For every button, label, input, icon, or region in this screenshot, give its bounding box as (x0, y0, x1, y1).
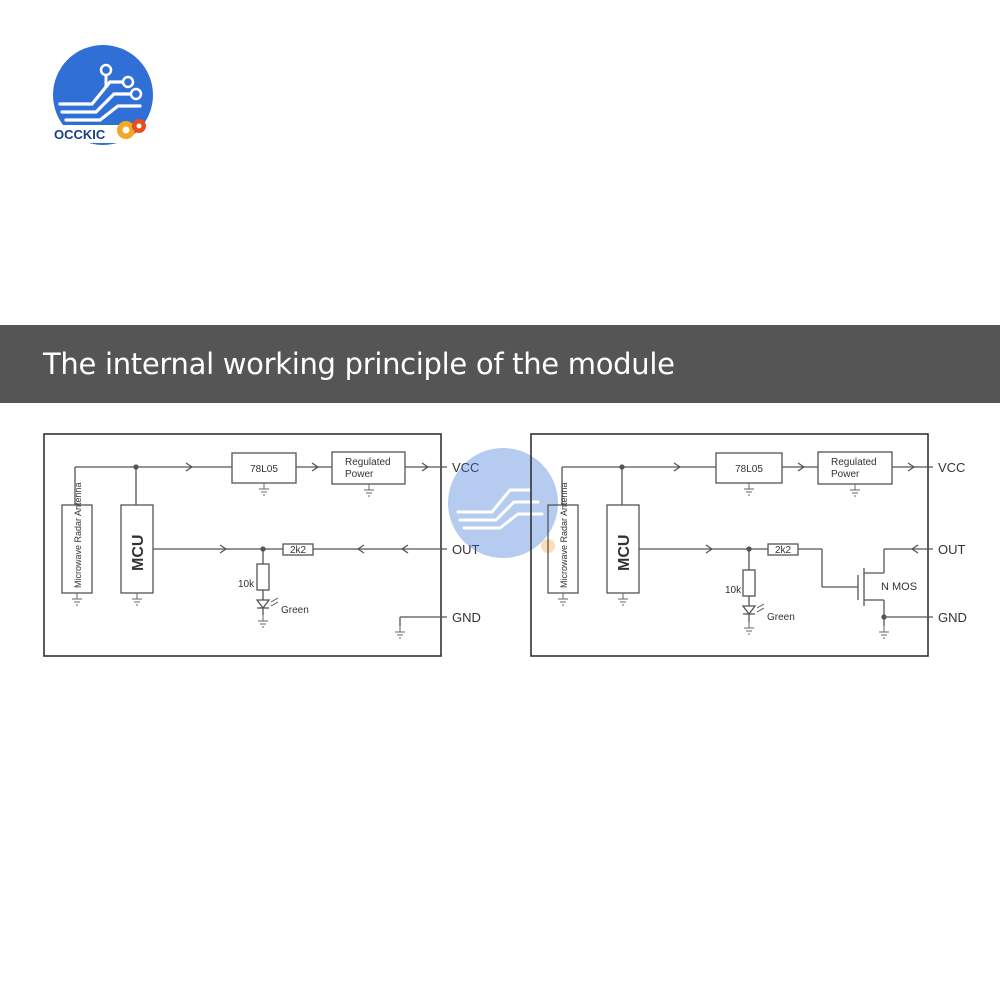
left-resistor-10k (256, 563, 270, 591)
left-antenna-label: Microwave Radar Antenna (73, 482, 83, 588)
left-led (255, 599, 271, 610)
right-pin-vcc: VCC (938, 460, 965, 475)
right-led (741, 605, 757, 616)
right-regulated-label-2: Power (831, 469, 860, 480)
right-frame (530, 433, 929, 657)
left-led-label: Green (281, 605, 309, 616)
right-mcu-label: MCU (616, 535, 633, 571)
right-pin-gnd: GND (938, 610, 967, 625)
right-nmos (857, 549, 885, 626)
right-circuit (530, 433, 933, 657)
left-regulator-label: 78L05 (250, 464, 278, 475)
left-pin-out: OUT (452, 542, 480, 557)
title-banner: The internal working principle of the mo… (0, 325, 1000, 403)
left-pin-vcc: VCC (452, 460, 479, 475)
left-resistor-2k2 (282, 543, 314, 556)
left-pin-gnd: GND (452, 610, 481, 625)
right-resistor-10k-label: 10k (725, 585, 742, 596)
occkic-logo: OCCKIC (50, 45, 153, 145)
page-title: The internal working principle of the mo… (43, 347, 675, 381)
left-circuit (43, 433, 447, 657)
right-resistor-2k2-label: 2k2 (775, 545, 792, 556)
left-frame (43, 433, 442, 657)
right-pin-out: OUT (938, 542, 966, 557)
right-resistor-10k (742, 569, 756, 597)
brand-name: OCCKIC (54, 127, 106, 142)
left-resistor-2k2-label: 2k2 (290, 545, 307, 556)
left-regulated-label-2: Power (345, 469, 374, 480)
left-regulated-label-1: Regulated (345, 457, 391, 468)
left-resistor-10k-label: 10k (238, 579, 255, 590)
watermark-logo (448, 448, 558, 558)
right-nmos-label: N MOS (881, 581, 917, 593)
right-regulator-label: 78L05 (735, 464, 763, 475)
right-antenna-label: Microwave Radar Antenna (559, 482, 569, 588)
right-regulated-label-1: Regulated (831, 457, 877, 468)
right-led-label: Green (767, 612, 795, 623)
left-mcu-label: MCU (130, 535, 147, 571)
